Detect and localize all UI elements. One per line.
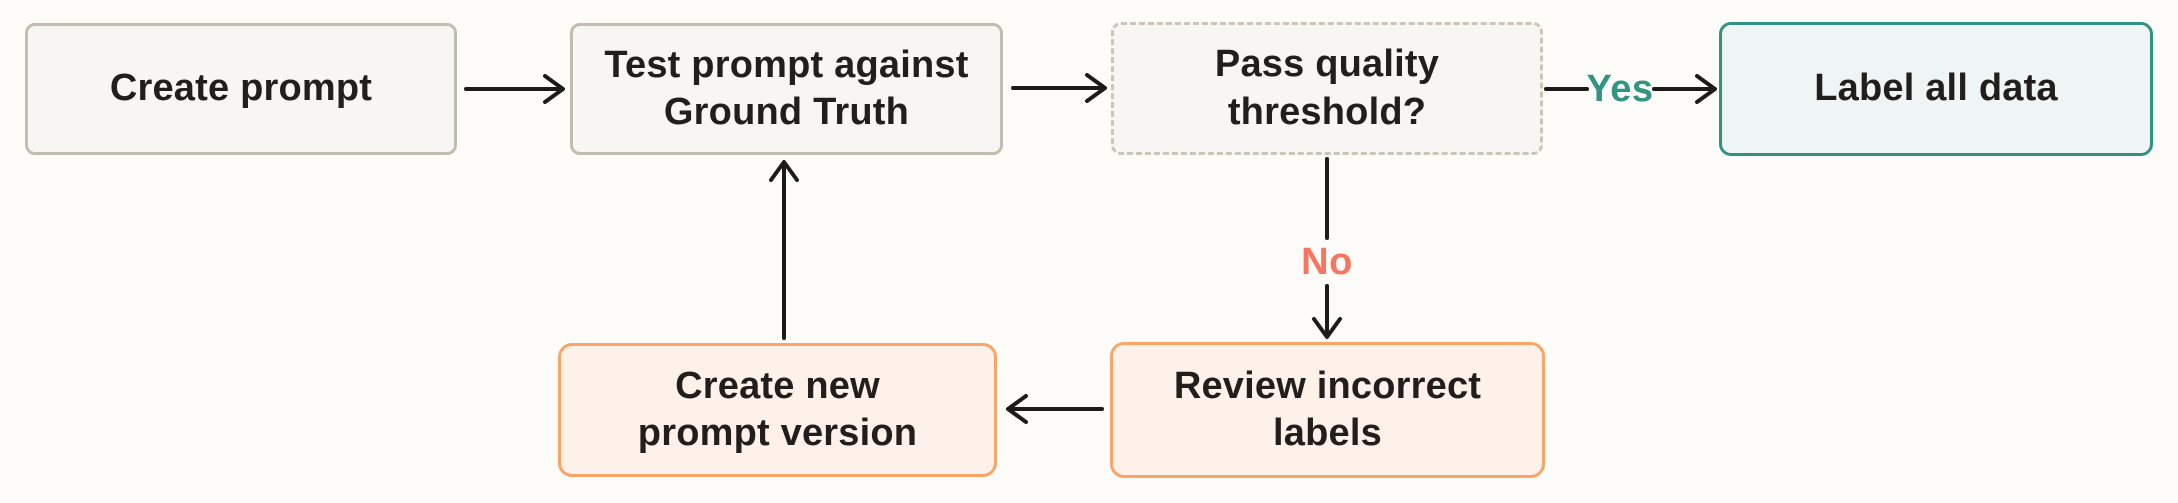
arrow-test-to-pass [1011,73,1107,103]
edge-label-no: No [1301,241,1353,283]
node-create-prompt: Create prompt [25,23,457,155]
arrow-createnew-to-test [769,160,799,340]
node-test-prompt: Test prompt against Ground Truth [570,23,1003,155]
node-review-incorrect-labels: Review incorrect labels [1110,342,1545,478]
node-create-new-prompt-version: Create new prompt version [558,343,997,477]
arrow-create-to-test [464,74,565,104]
arrow-review-to-createnew [1006,394,1104,424]
node-pass-quality-threshold: Pass quality threshold? [1111,22,1543,155]
edge-label-yes: Yes [1586,68,1654,110]
node-label-all-data: Label all data [1719,22,2153,156]
